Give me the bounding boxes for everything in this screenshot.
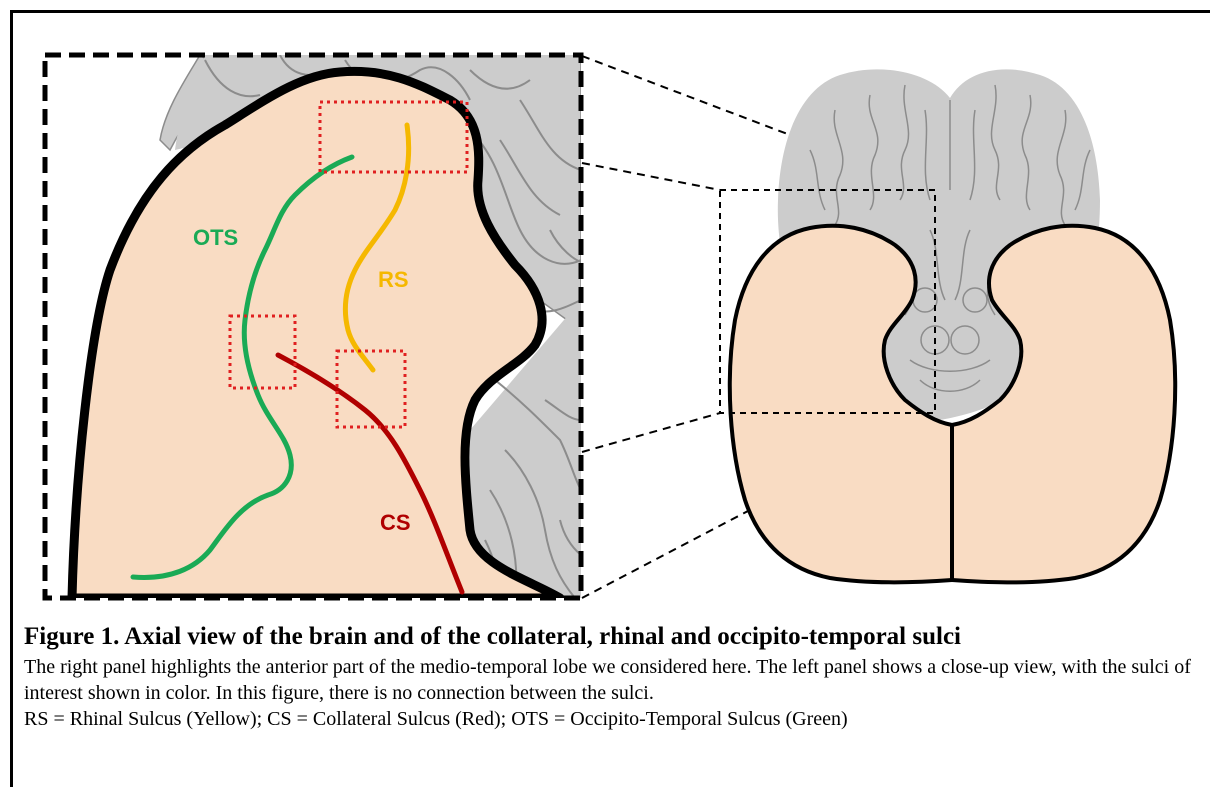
ots-label: OTS xyxy=(193,225,238,250)
caption-body: The right panel highlights the anterior … xyxy=(24,654,1204,706)
closeup-panel xyxy=(45,55,581,598)
caption-abbreviations: RS = Rhinal Sulcus (Yellow); CS = Collat… xyxy=(24,706,1204,732)
cs-label: CS xyxy=(380,510,411,535)
axial-brain-panel xyxy=(720,69,1175,582)
brain-figure: OTS RS CS xyxy=(0,0,1210,620)
caption-title: Figure 1. Axial view of the brain and of… xyxy=(24,622,1204,652)
figure-caption: Figure 1. Axial view of the brain and of… xyxy=(24,622,1204,732)
rs-label: RS xyxy=(378,267,409,292)
